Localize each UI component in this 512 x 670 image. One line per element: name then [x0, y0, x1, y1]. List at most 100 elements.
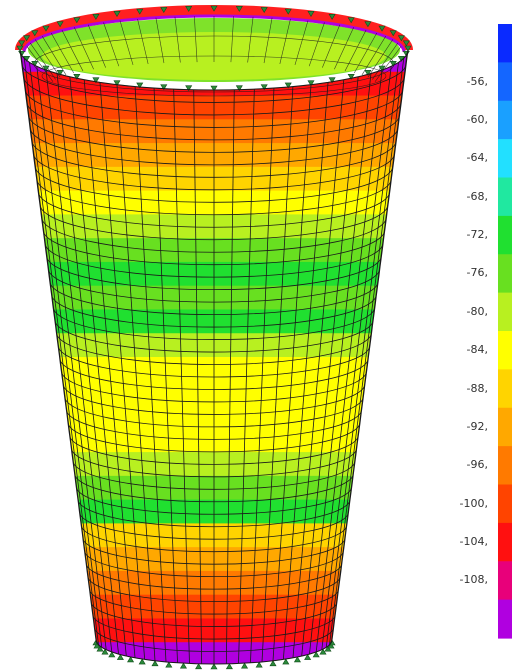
mesh-meridian — [292, 79, 345, 658]
support-marker — [307, 80, 315, 87]
mesh-meridian-back — [247, 16, 254, 63]
support-marker — [108, 651, 116, 658]
support-marker — [255, 661, 263, 668]
mesh-meridian — [153, 88, 178, 663]
support-marker — [56, 21, 64, 28]
mesh-meridian — [45, 69, 113, 653]
support-marker — [327, 642, 335, 649]
contour-band — [20, 570, 408, 596]
mesh-meridian — [282, 82, 329, 660]
legend-color-swatch — [498, 24, 512, 63]
support-marker — [404, 45, 412, 52]
mesh-grid — [20, 50, 408, 664]
support-marker — [96, 645, 104, 652]
support-marker — [18, 40, 26, 47]
legend-color-swatch — [498, 254, 512, 294]
mesh-meridian — [134, 86, 167, 662]
support-marker — [324, 645, 332, 652]
boundary-supports — [16, 5, 412, 670]
contour-band — [20, 594, 408, 620]
support-marker — [282, 658, 290, 665]
support-marker — [116, 654, 124, 660]
legend-color-swatch — [498, 215, 512, 255]
support-marker — [241, 662, 249, 669]
support-marker — [284, 8, 292, 15]
mesh-meridian — [309, 73, 372, 655]
support-marker — [284, 82, 292, 89]
support-marker — [185, 6, 193, 12]
support-marker — [160, 84, 168, 91]
support-marker — [160, 7, 168, 13]
support-marker — [185, 85, 193, 92]
support-marker — [136, 8, 144, 15]
mesh-meridian — [261, 86, 294, 662]
mesh-meridian — [36, 66, 107, 650]
legend-color-swatch — [498, 139, 512, 179]
contour-band — [20, 642, 408, 664]
mesh-meridian-back — [174, 16, 181, 63]
legend-color-swatch — [498, 446, 512, 486]
mesh-meridian — [173, 89, 190, 664]
mesh-meridian — [321, 66, 392, 650]
support-marker — [312, 651, 320, 658]
mesh-meridian — [29, 62, 103, 648]
support-marker — [179, 662, 187, 669]
support-marker — [151, 660, 159, 667]
support-marker — [260, 84, 268, 91]
legend-color-swatch — [498, 177, 512, 217]
support-marker — [328, 77, 336, 84]
mesh-meridian-back — [344, 29, 367, 72]
mesh-meridian-back — [279, 18, 291, 64]
mesh-meridian — [225, 89, 235, 664]
support-marker — [127, 656, 135, 663]
mesh-meridian-back — [374, 46, 402, 82]
support-marker — [293, 656, 301, 663]
support-marker — [307, 11, 315, 17]
mesh-meridian-back — [361, 36, 387, 76]
support-marker — [136, 82, 144, 89]
support-marker — [31, 30, 39, 37]
support-marker — [93, 642, 101, 649]
mesh-meridian — [83, 79, 136, 658]
mesh-meridian — [301, 76, 359, 657]
legend-color-swatch — [498, 100, 512, 140]
mesh-meridian-back — [353, 32, 378, 74]
mesh-meridian — [56, 73, 119, 655]
support-marker — [347, 73, 355, 80]
contour-band — [20, 618, 408, 644]
support-marker — [31, 61, 39, 67]
contour-band — [20, 333, 408, 358]
legend-color-swatch — [498, 599, 512, 639]
mesh-meridian-back — [103, 22, 120, 67]
mesh-meridian-back — [26, 46, 54, 82]
support-marker — [92, 77, 100, 84]
legend-color-swatch — [498, 484, 512, 524]
support-marker — [260, 7, 268, 13]
mesh-meridian-back — [119, 20, 134, 66]
mesh-meridian — [238, 89, 255, 664]
mesh-meridian — [69, 76, 127, 657]
mesh-meridian-back — [194, 16, 198, 63]
support-marker — [138, 658, 146, 665]
legend-color-swatch — [498, 62, 512, 102]
contour-band — [20, 428, 408, 454]
support-marker — [319, 648, 327, 655]
support-marker — [269, 660, 277, 667]
support-marker — [210, 85, 218, 92]
legend-color-swatch — [498, 561, 512, 601]
vessel-model — [15, 5, 413, 670]
support-marker — [73, 17, 81, 24]
support-marker — [225, 663, 233, 670]
mesh-meridian — [325, 62, 399, 648]
support-marker — [347, 17, 355, 24]
mesh-meridian — [116, 84, 156, 661]
contour-band — [20, 475, 408, 501]
support-marker — [42, 65, 50, 72]
support-marker — [235, 85, 243, 92]
color-legend — [498, 24, 512, 639]
support-marker — [378, 25, 386, 32]
legend-color-swatch — [498, 292, 512, 332]
mesh-meridian — [250, 88, 275, 663]
mesh-meridian-back — [372, 42, 399, 80]
